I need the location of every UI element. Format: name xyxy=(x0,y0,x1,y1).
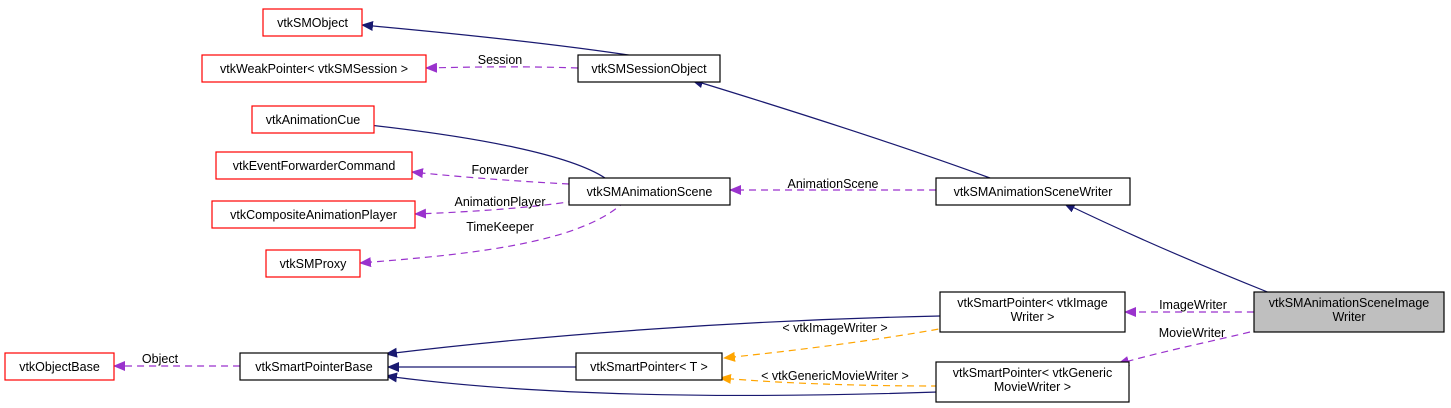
node-vtkeventforwardercommand[interactable]: vtkEventForwarderCommand xyxy=(215,151,413,180)
edge-usage-scene-to-composite-player: AnimationPlayer xyxy=(414,195,576,219)
node-vtkobjectbase[interactable]: vtkObjectBase xyxy=(4,352,115,381)
edge-inheritance-session-object-to-smobject xyxy=(361,21,649,59)
node-label-line: vtkAnimationCue xyxy=(266,113,361,127)
edge-template-sp-movie-to-sp-t: < vtkGenericMovieWriter > xyxy=(719,369,939,387)
node-vtksmartpointer-genericmoviewriter[interactable]: vtkSmartPointer< vtkGeneric MovieWriter … xyxy=(935,361,1130,403)
edge-label-image-writer: ImageWriter xyxy=(1159,298,1227,312)
node-vtksmproxy[interactable]: vtkSMProxy xyxy=(265,249,361,278)
edge-inheritance-scene-to-animation-cue xyxy=(359,120,606,179)
node-vtkweakpointer-session[interactable]: vtkWeakPointer< vtkSMSession > xyxy=(201,54,427,83)
edge-inheritance-scene-writer-to-session-object xyxy=(691,78,991,179)
edge-label-object: Object xyxy=(142,352,179,366)
node-label-line: vtkSMObject xyxy=(277,16,348,30)
edge-usage-scene-to-event-forwarder: Forwarder xyxy=(411,163,570,185)
edge-inheritance-sp-image-to-sp-base xyxy=(385,315,941,358)
edge-usage-image-writer-to-sp-image: ImageWriter xyxy=(1124,298,1255,317)
node-vtksmanimationscene[interactable]: vtkSMAnimationScene xyxy=(568,177,731,206)
nodes: vtkSMObject vtkWeakPointer< vtkSMSession… xyxy=(4,8,1445,403)
node-label-line: Writer > xyxy=(1011,310,1055,324)
node-vtkanimationcue[interactable]: vtkAnimationCue xyxy=(251,105,375,134)
edge-label-movie-writer: MovieWriter xyxy=(1159,326,1225,340)
edge-template-sp-image-to-sp-t: < vtkImageWriter > xyxy=(723,321,951,362)
edges: Session Forwarder AnimationPlayer TimeKe… xyxy=(113,21,1271,397)
edge-label-session: Session xyxy=(478,53,523,67)
edge-inheritance-sp-movie-to-sp-base xyxy=(385,372,939,397)
node-vtksmartpointer-t[interactable]: vtkSmartPointer< T > xyxy=(575,352,723,381)
edge-usage-image-writer-to-sp-movie: MovieWriter xyxy=(1117,326,1251,366)
node-label-line: vtkEventForwarderCommand xyxy=(233,159,396,173)
node-vtksmartpointer-imagewriter[interactable]: vtkSmartPointer< vtkImage Writer > xyxy=(939,291,1126,333)
node-label-line: Writer xyxy=(1332,310,1365,324)
node-vtksmanimationsceneimagewriter[interactable]: vtkSMAnimationSceneImage Writer xyxy=(1253,291,1445,333)
edge-label-template-generic-movie-writer: < vtkGenericMovieWriter > xyxy=(761,369,909,383)
edge-usage-session-object-to-weakpointer: Session xyxy=(425,53,579,73)
node-vtksmartpointerbase[interactable]: vtkSmartPointerBase xyxy=(239,352,389,381)
edge-usage-scene-to-smproxy: TimeKeeper xyxy=(359,200,626,268)
node-label-line: vtkSmartPointer< vtkGeneric xyxy=(953,366,1112,380)
edge-label-animation-player: AnimationPlayer xyxy=(454,195,545,209)
node-label-line: vtkSmartPointerBase xyxy=(255,360,372,374)
node-vtksmsessionobject[interactable]: vtkSMSessionObject xyxy=(577,54,721,83)
node-label-line: vtkSMAnimationSceneWriter xyxy=(954,185,1113,199)
node-label-line: vtkSMAnimationSceneImage xyxy=(1269,296,1430,310)
edge-label-template-image-writer: < vtkImageWriter > xyxy=(782,321,887,335)
edge-label-timekeeper: TimeKeeper xyxy=(466,220,534,234)
node-vtksmobject[interactable]: vtkSMObject xyxy=(262,8,363,37)
node-label-line: vtkSmartPointer< T > xyxy=(590,360,708,374)
edge-label-animation-scene: AnimationScene xyxy=(787,177,878,191)
edge-inheritance-image-writer-to-scene-writer xyxy=(1063,202,1271,294)
edge-usage-sp-base-to-object-base: Object xyxy=(113,352,240,371)
node-label-line: vtkWeakPointer< vtkSMSession > xyxy=(220,62,408,76)
node-label-line: vtkSMSessionObject xyxy=(591,62,707,76)
edge-usage-scene-writer-to-scene: AnimationScene xyxy=(729,177,937,195)
node-label-line: vtkObjectBase xyxy=(19,360,100,374)
node-label-line: vtkSMProxy xyxy=(280,257,347,271)
node-label-line: vtkSMAnimationScene xyxy=(587,185,713,199)
edge-label-forwarder: Forwarder xyxy=(472,163,529,177)
node-label-line: vtkSmartPointer< vtkImage xyxy=(957,296,1107,310)
node-label-line: MovieWriter > xyxy=(994,380,1071,394)
node-label-line: vtkCompositeAnimationPlayer xyxy=(230,208,397,222)
node-vtksmanimationscenewriter[interactable]: vtkSMAnimationSceneWriter xyxy=(935,177,1131,206)
node-vtkcompositeanimationplayer[interactable]: vtkCompositeAnimationPlayer xyxy=(211,200,416,229)
